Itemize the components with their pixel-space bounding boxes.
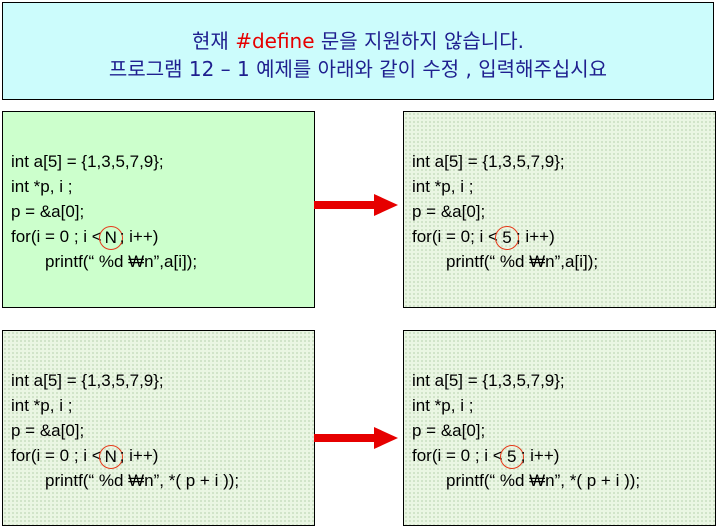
right-arrow-icon (314, 194, 398, 216)
header-text-before: 현재 (192, 29, 236, 53)
code-panel-modified-1: int a[5] = {1,3,5,7,9}; int *p, i ; p = … (403, 111, 716, 308)
code-line: int *p, i ; (412, 396, 474, 415)
code-text: for(i = 0 ; i < (11, 446, 102, 465)
highlight-circle: N (98, 226, 123, 250)
for-loop-line: for(i = 0 ; i <5; i++) (412, 443, 707, 469)
highlight-circle: 5 (499, 445, 524, 469)
code-text: ; i++) (515, 227, 555, 246)
printf-line: printf(“ %d ₩n”,a[i]); (45, 252, 198, 271)
code-line: p = &a[0]; (11, 421, 85, 440)
header-line-1: 현재 #define 문을 지원하지 않습니다. (3, 27, 713, 55)
header-define-keyword: #define (235, 29, 315, 53)
code-line: int *p, i ; (11, 396, 73, 415)
right-arrow-icon (314, 427, 398, 449)
code-line: p = &a[0]; (11, 202, 85, 221)
code-text: ; i++) (119, 227, 159, 246)
code-panel-original-1: int a[5] = {1,3,5,7,9}; int *p, i ; p = … (2, 111, 315, 308)
code-line: int a[5] = {1,3,5,7,9}; (412, 152, 565, 171)
code-text: for(i = 0 ; i < (412, 446, 503, 465)
code-text: ; i++) (119, 446, 159, 465)
for-loop-line: for(i = 0 ; i <N; i++) (11, 443, 306, 469)
code-line: p = &a[0]; (412, 202, 486, 221)
code-text: ; i++) (520, 446, 560, 465)
code-line: int a[5] = {1,3,5,7,9}; (412, 371, 565, 390)
for-loop-line: for(i = 0 ; i <N; i++) (11, 224, 306, 250)
code-line: p = &a[0]; (412, 421, 486, 440)
code-line: int a[5] = {1,3,5,7,9}; (11, 371, 164, 390)
code-line: int *p, i ; (412, 177, 474, 196)
printf-line: printf(“ %d ₩n”,a[i]); (446, 252, 599, 271)
code-panel-modified-2: int a[5] = {1,3,5,7,9}; int *p, i ; p = … (403, 330, 716, 526)
header-banner: 현재 #define 문을 지원하지 않습니다. 프로그램 12 – 1 예제를… (2, 2, 714, 100)
printf-line: printf(“ %d ₩n”, *( p + i )); (446, 471, 641, 490)
highlight-circle: N (98, 445, 123, 469)
code-line: int *p, i ; (11, 177, 73, 196)
code-panel-original-2: int a[5] = {1,3,5,7,9}; int *p, i ; p = … (2, 330, 315, 526)
printf-line: printf(“ %d ₩n”, *( p + i )); (45, 471, 240, 490)
code-line: int a[5] = {1,3,5,7,9}; (11, 152, 164, 171)
header-text-after: 문을 지원하지 않습니다. (314, 29, 524, 53)
code-text: for(i = 0 ; i < (11, 227, 102, 246)
header-line-2: 프로그램 12 – 1 예제를 아래와 같이 수정 , 입력해주십시요 (108, 57, 608, 81)
code-text: for(i = 0; i < (412, 227, 498, 246)
for-loop-line: for(i = 0; i <5; i++) (412, 224, 707, 250)
highlight-circle: 5 (494, 226, 519, 250)
